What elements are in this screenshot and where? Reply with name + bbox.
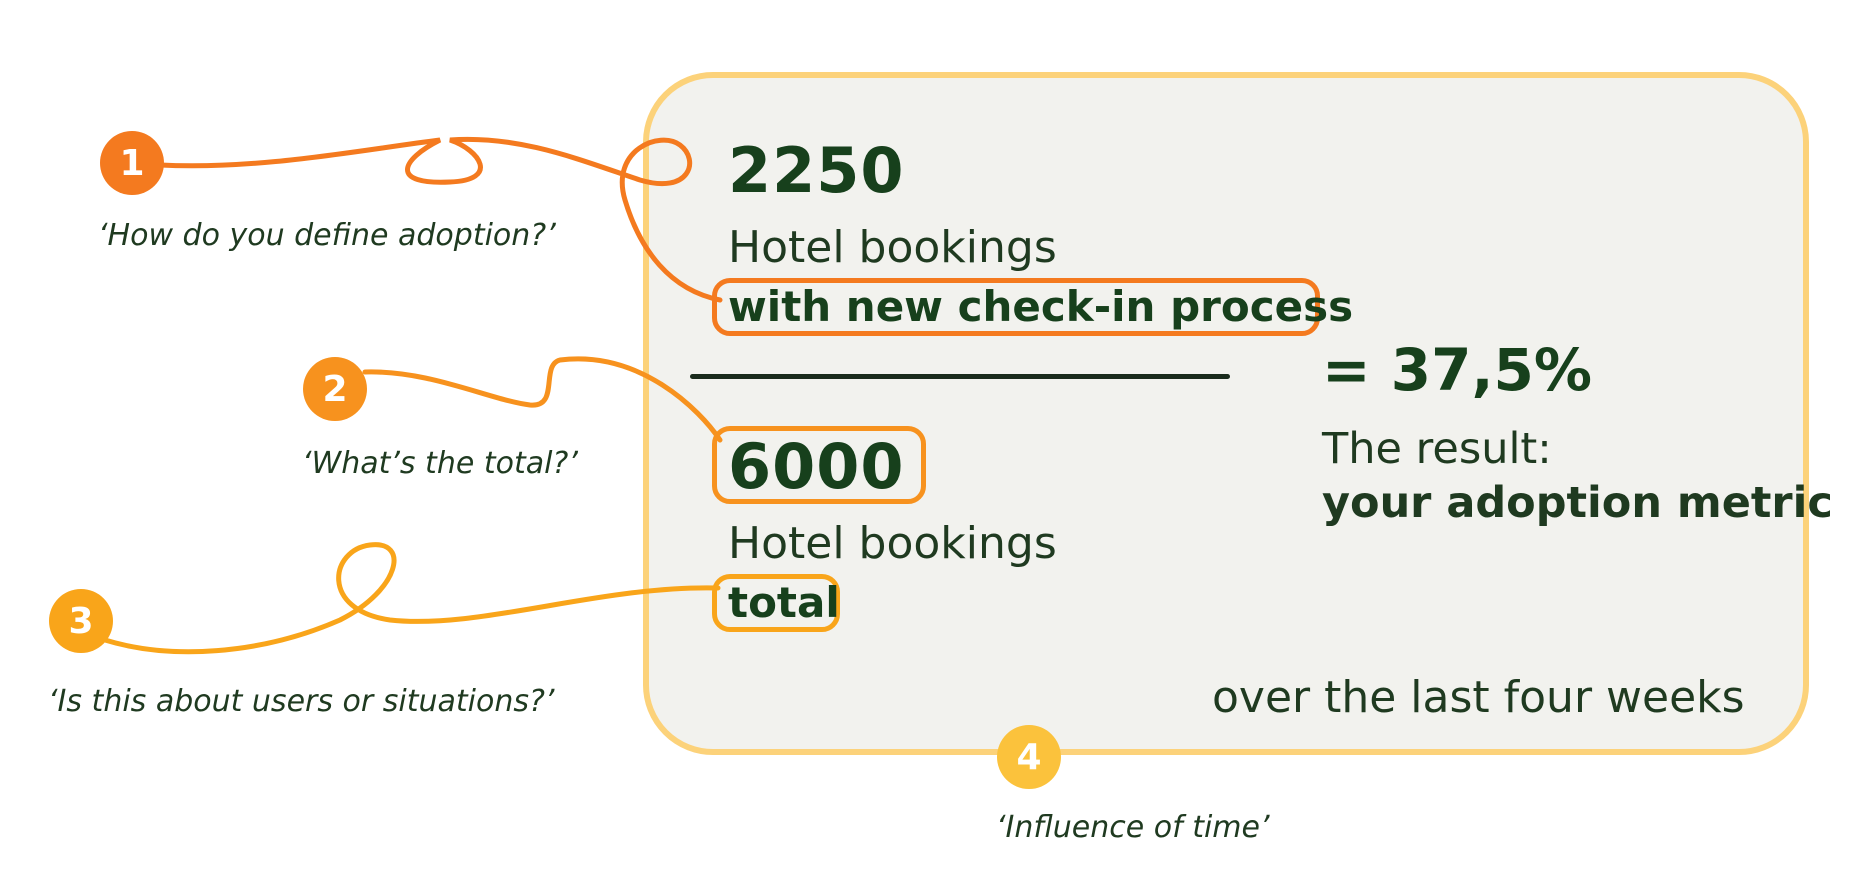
connector-1: [157, 136, 723, 303]
denominator-highlight-total: [712, 574, 840, 632]
denominator-qualifier: total: [728, 578, 840, 627]
numerator-label: Hotel bookings: [728, 222, 1057, 273]
result-label-bold: your adoption metric: [1322, 478, 1833, 528]
denominator-value: 6000: [728, 430, 905, 503]
formula-card: [643, 72, 1809, 755]
step-question-3: ‘Is this about users or situations?’: [48, 684, 555, 719]
step-question-4: ‘Influence of time’: [996, 810, 1270, 845]
step-badge-2: 2: [303, 357, 367, 421]
connector-2: [362, 356, 723, 443]
result-value: = 37,5%: [1322, 336, 1593, 404]
step-badge-3: 3: [49, 589, 113, 653]
step-badge-1: 1: [100, 131, 164, 195]
numerator-qualifier: with new check-in process: [728, 282, 1354, 331]
denominator-label: Hotel bookings: [728, 518, 1057, 569]
fraction-bar: [690, 374, 1230, 379]
step-badge-4: 4: [997, 725, 1061, 789]
numerator-highlight: [712, 278, 1320, 336]
result-label: The result:: [1322, 424, 1552, 474]
timeframe-text: over the last four weeks: [1212, 672, 1745, 723]
numerator-value: 2250: [728, 134, 905, 207]
step-question-1: ‘How do you define adoption?’: [98, 218, 556, 253]
denominator-highlight: [712, 426, 926, 504]
connector-3: [102, 542, 721, 655]
step-question-2: ‘What’s the total?’: [302, 446, 578, 481]
